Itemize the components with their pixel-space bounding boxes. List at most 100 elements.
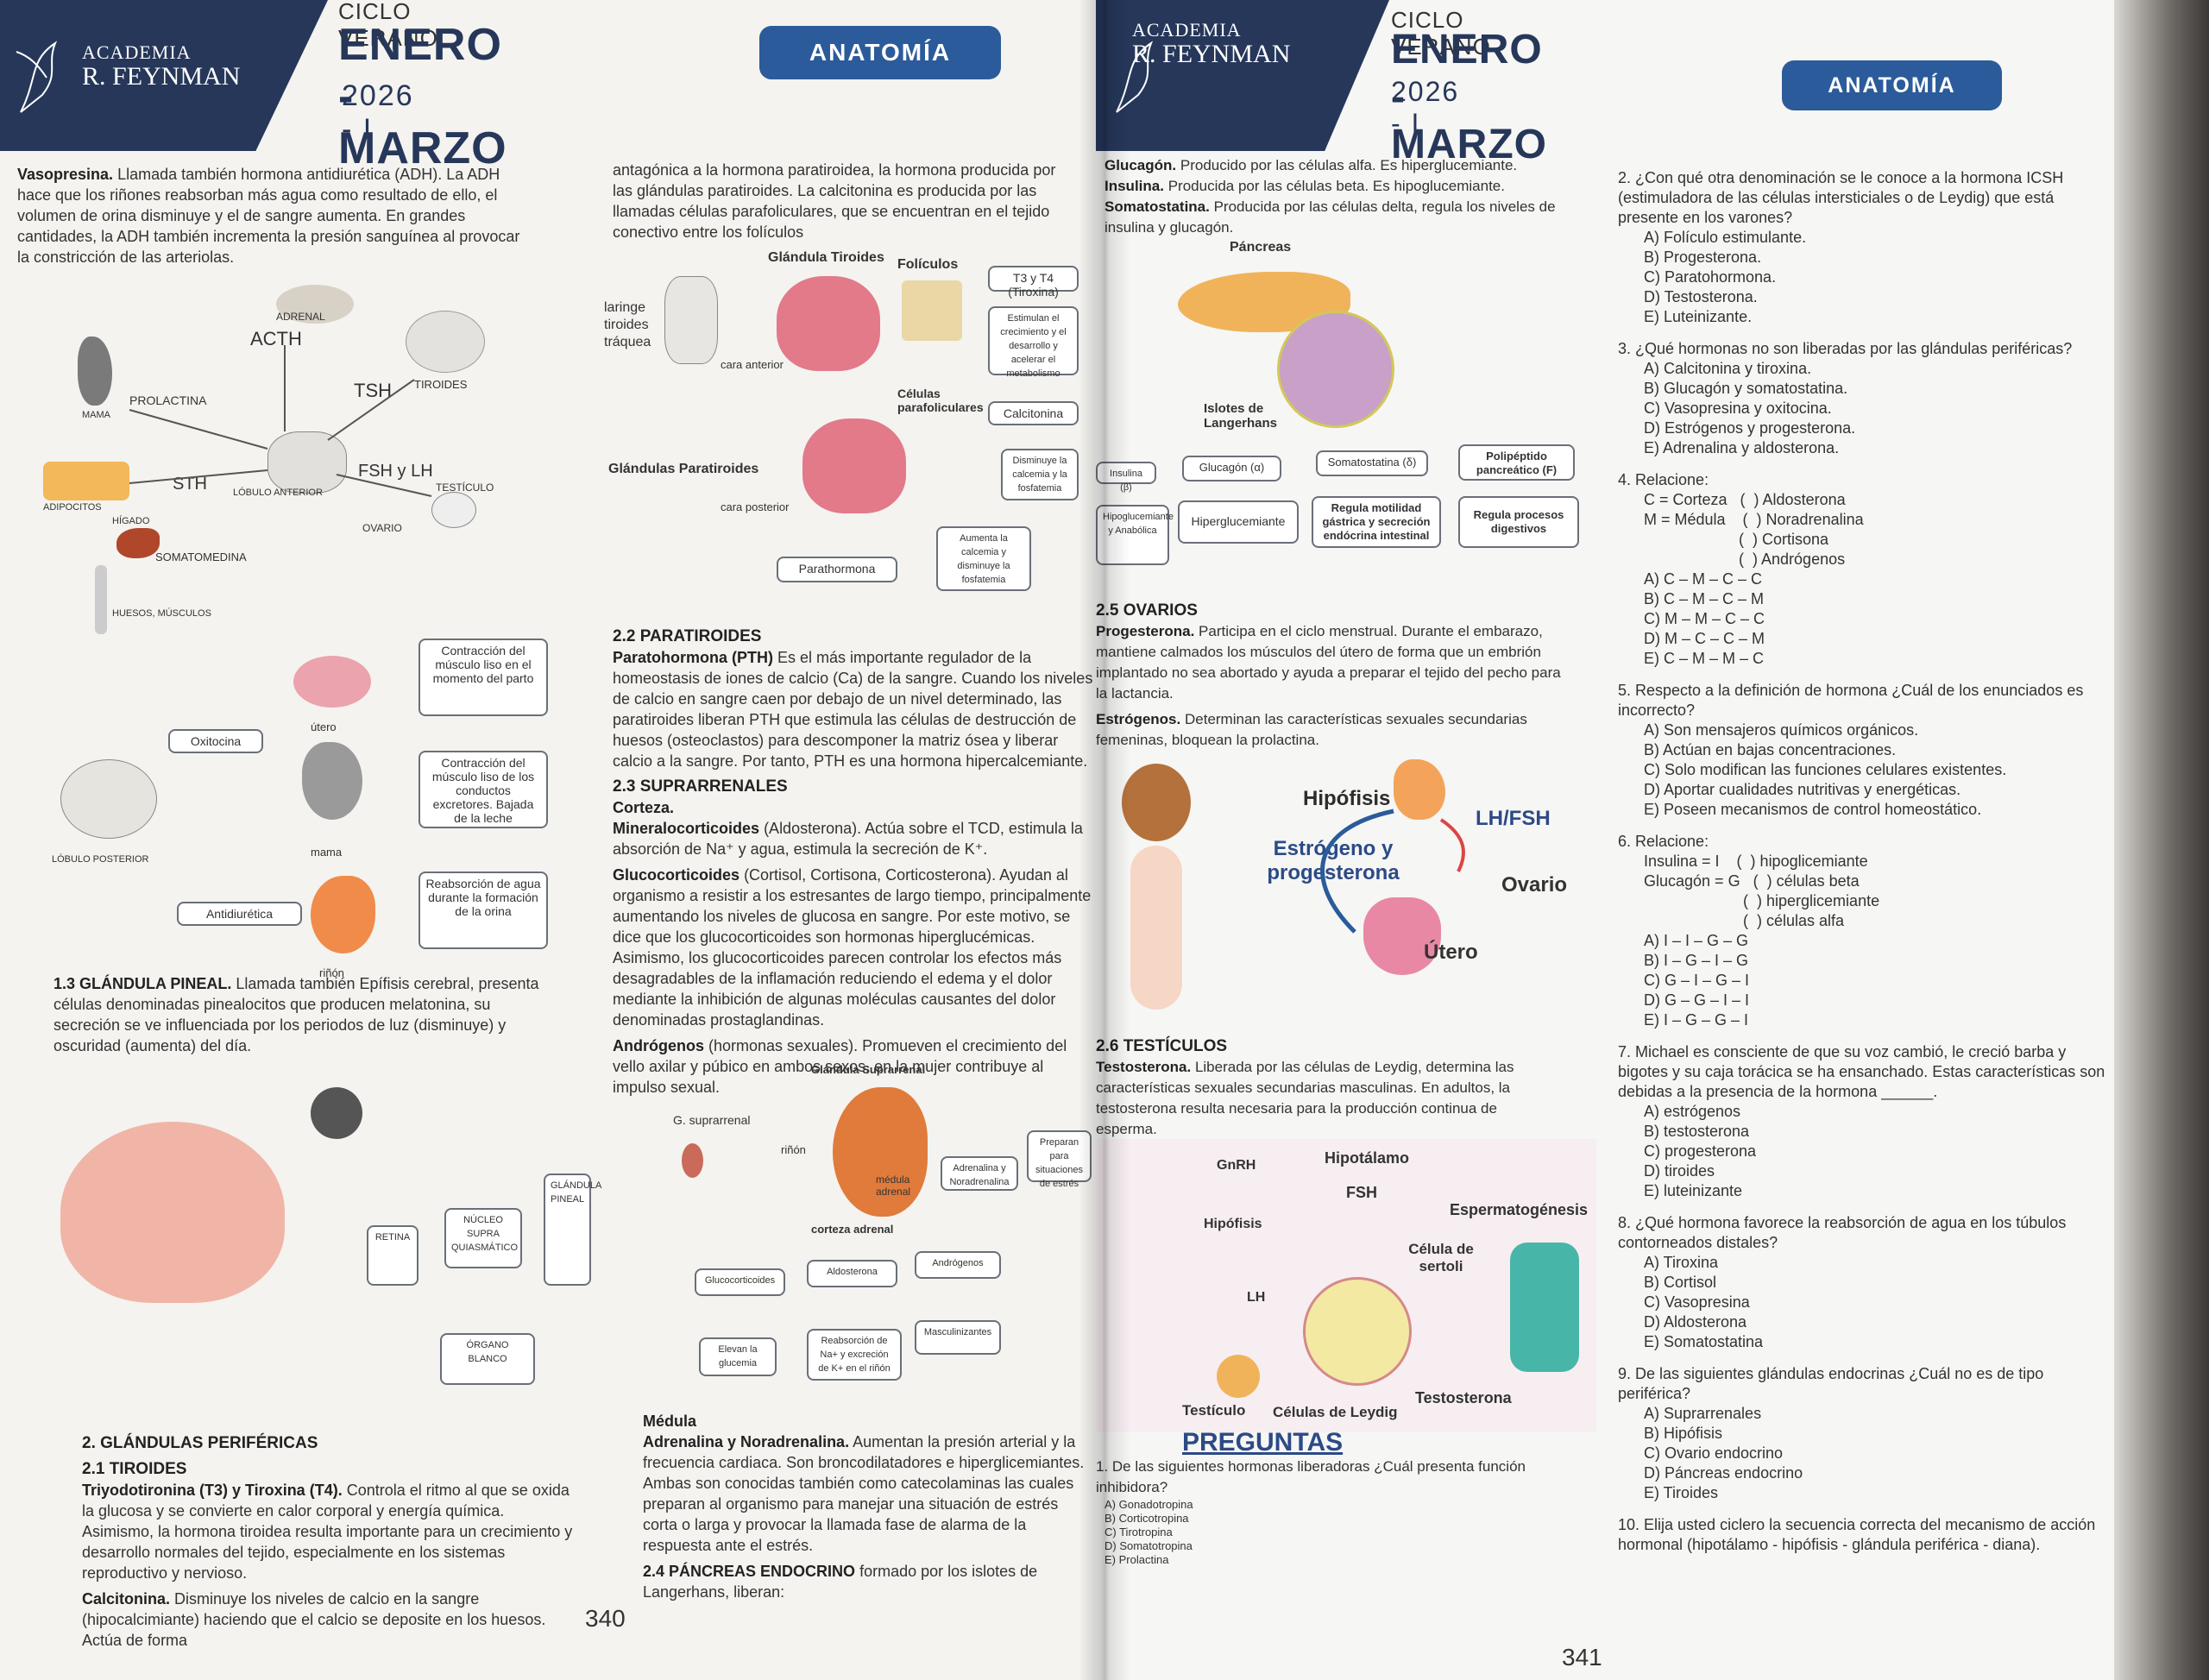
academy-name: R. FEYNMAN [82,62,241,91]
preparan-box: Preparan para situaciones de estrés [1027,1130,1092,1189]
medula-label: Médula [643,1413,697,1430]
disminuye-box: Disminuye la calcemia y la fosfatemia [1001,449,1079,500]
label-glandulas-paratiroides: Glándulas Paratiroides [608,462,759,476]
aumenta-box: Aumenta la calcemia y disminuye la fosfa… [936,526,1031,591]
brain-drawing [60,1122,285,1303]
pineal-gland-box: GLÁNDULA PINEAL [544,1173,601,1286]
glucocorticoides-text: (Cortisol, Cortisona, Corticosterona). A… [613,866,1092,1029]
seminiferous-drawing [1510,1243,1579,1372]
polipeptido-box: Polipéptido pancreático (F) [1458,444,1575,481]
academy-name-right: R. FEYNMAN [1132,40,1291,68]
question-option: A) Suprarrenales [1644,1405,1762,1422]
question-option: D) Páncreas endocrino [1644,1464,1803,1482]
label-mama-2: mama [311,846,343,859]
glucocorticoides-title: Glucocorticoides [613,866,740,884]
subject-badge-right: ANATOMÍA [1782,60,2002,110]
breast-drawing [78,337,112,406]
question-option: D) tiroides [1644,1162,1715,1180]
label-gnrh: GnRH [1217,1158,1256,1173]
calcitonina-continuation: antagónica a la hormona paratiroidea, la… [613,161,1056,241]
question-item: 7. Michael es consciente de que su voz c… [1618,1042,2114,1201]
pituitary-drawing-2 [1394,759,1445,820]
label-laringe: laringe [604,300,646,315]
mineralocorticoides-text: (Aldosterona). Actúa sobre el TCD, estim… [613,820,1083,858]
testosterona-text: Liberada por las células de Leydig, dete… [1096,1059,1514,1137]
label-utero: útero [311,720,337,733]
question-text: 2. ¿Con qué otra denominación se le cono… [1618,169,2064,226]
question-option: A) I – I – G – G [1644,932,1749,949]
label-lhfsh: LH/FSH [1476,807,1551,830]
label-corteza-adrenal: corteza adrenal [811,1223,894,1236]
question-text: 7. Michael es consciente de que su voz c… [1618,1043,2105,1100]
question-option: A) Calcitonina y tiroxina. [1644,360,1812,377]
label-pancreas: Páncreas [1230,240,1292,255]
question-option: C) progesterona [1644,1142,1757,1160]
question-1: 1. De las siguientes hormonas liberadora… [1096,1458,1526,1495]
preguntas-title: PREGUNTAS [1182,1428,1344,1457]
label-lobulo-anterior: LÓBULO ANTERIOR [233,488,323,498]
glucocorticoides-box: Glucocorticoides [695,1268,785,1296]
label-prolactina: PROLACTINA [129,393,207,407]
label-adrenal: ADRENAL [276,311,325,323]
months-title-right: ENERO - MARZO [1391,27,1547,167]
pancreas-endocrino-title: 2.4 PÁNCREAS ENDOCRINO [643,1563,856,1580]
label-hipofisis-ovario: Hipófisis [1303,787,1391,810]
label-celulas-leydig: Células de Leydig [1273,1404,1398,1420]
question-option: B) Actúan en bajas concentraciones. [1644,741,1897,758]
label-testiculo: TESTÍCULO [436,481,494,494]
question-option: D) Aldosterona [1644,1313,1747,1331]
box-contraccion-leche: Contracción del músculo liso de los cond… [419,751,548,828]
pineal-section: 1.3 GLÁNDULA PINEAL. Llamada también Epí… [53,973,554,1061]
insulina-title: Insulina. [1104,178,1164,194]
testicle-drawing [1217,1355,1260,1398]
question-option: C) M – M – C – C [1644,610,1765,627]
adipocytes-drawing [43,462,129,500]
left-column-1: Vasopresina. Llamada también hormona ant… [17,164,526,273]
testosterona-title: Testosterona. [1096,1059,1192,1075]
question-option: D) Testosterona. [1644,288,1758,305]
paratiroides-title: 2.2 PARATIROIDES [613,627,762,645]
thyroid-drawing [406,311,485,373]
neck-drawing [664,276,718,364]
parathyroid-drawing [802,418,906,513]
label-cara-anterior: cara anterior [721,358,784,371]
question-option: D) Estrógenos y progesterona. [1644,419,1856,437]
androgenos-title: Andrógenos [613,1037,704,1054]
question-item: 2. ¿Con qué otra denominación se le cono… [1618,168,2114,327]
testiculos-section: 2.6 TESTÍCULOS Testosterona. Liberada po… [1096,1031,1562,1145]
leydig-cell-drawing [1303,1277,1412,1386]
right-page: ACADEMIA R. FEYNMAN CICLO VERANO ENERO -… [1096,0,2114,1680]
label-ovario-2: Ovario [1501,873,1568,897]
pancreas-figure: Páncreas Islotes de Langerhans Insulina … [1096,233,1596,578]
label-g-suprarrenal: G. suprarrenal [673,1113,751,1127]
label-espermatogenesis: Espermatogénesis [1450,1201,1589,1218]
label-traquea: tráquea [604,335,651,349]
vasopresina-text: Llamada también hormona antidiurética (A… [17,166,520,266]
regula-motilidad-box: Regula motilidad gástrica y secreción en… [1312,496,1441,548]
t3t4-title: Triyodotironina (T3) y Tiroxina (T4). [82,1482,343,1499]
question-item: 8. ¿Qué hormona favorece la reabsorción … [1618,1213,2114,1352]
mineralocorticoides-title: Mineralocorticoides [613,820,760,837]
glucagon-title: Glucagón. [1104,157,1177,173]
label-adipocitos: ADIPOCITOS [43,502,102,513]
left-page: ACADEMIA R. FEYNMAN CICLO VERANO ENERO -… [0,0,1113,1680]
label-islotes: Islotes de Langerhans [1204,401,1278,431]
label-lobulo-posterior: LÓBULO POSTERIOR [52,854,149,865]
adrenalina-text: Aumentan la presión arterial y la frecue… [643,1433,1085,1554]
insulina-text: Producida por las células beta. Es hipog… [1167,178,1505,194]
question-option: ( ) hiperglicemiante [1644,892,1880,909]
estrogenos-title: Estrógenos. [1096,711,1181,727]
hiperglucemiante-box: Hiperglucemiante [1178,500,1299,544]
question-option: A) estrógenos [1644,1103,1741,1120]
question-option: B) I – G – I – G [1644,952,1749,969]
question-option: E) Tiroides [1644,1484,1719,1501]
ovary-arrows [1320,809,1465,934]
question-option: ( ) Cortisona [1644,531,1829,548]
label-ovario: OVARIO [362,522,402,534]
label-celula-sertoli: Célula de sertoli [1408,1241,1474,1274]
question-option: E) Adrenalina y aldosterona. [1644,439,1840,456]
question-option: B) Glucagón y somatostatina. [1644,380,1848,397]
thyroid-figure: Glándula Tiroides Folículos T3 y T4 (Tir… [604,242,1087,604]
adrenal-gland-drawing [833,1087,928,1217]
pineal-text: Llamada también Epífisis cerebral, prese… [53,975,539,1054]
